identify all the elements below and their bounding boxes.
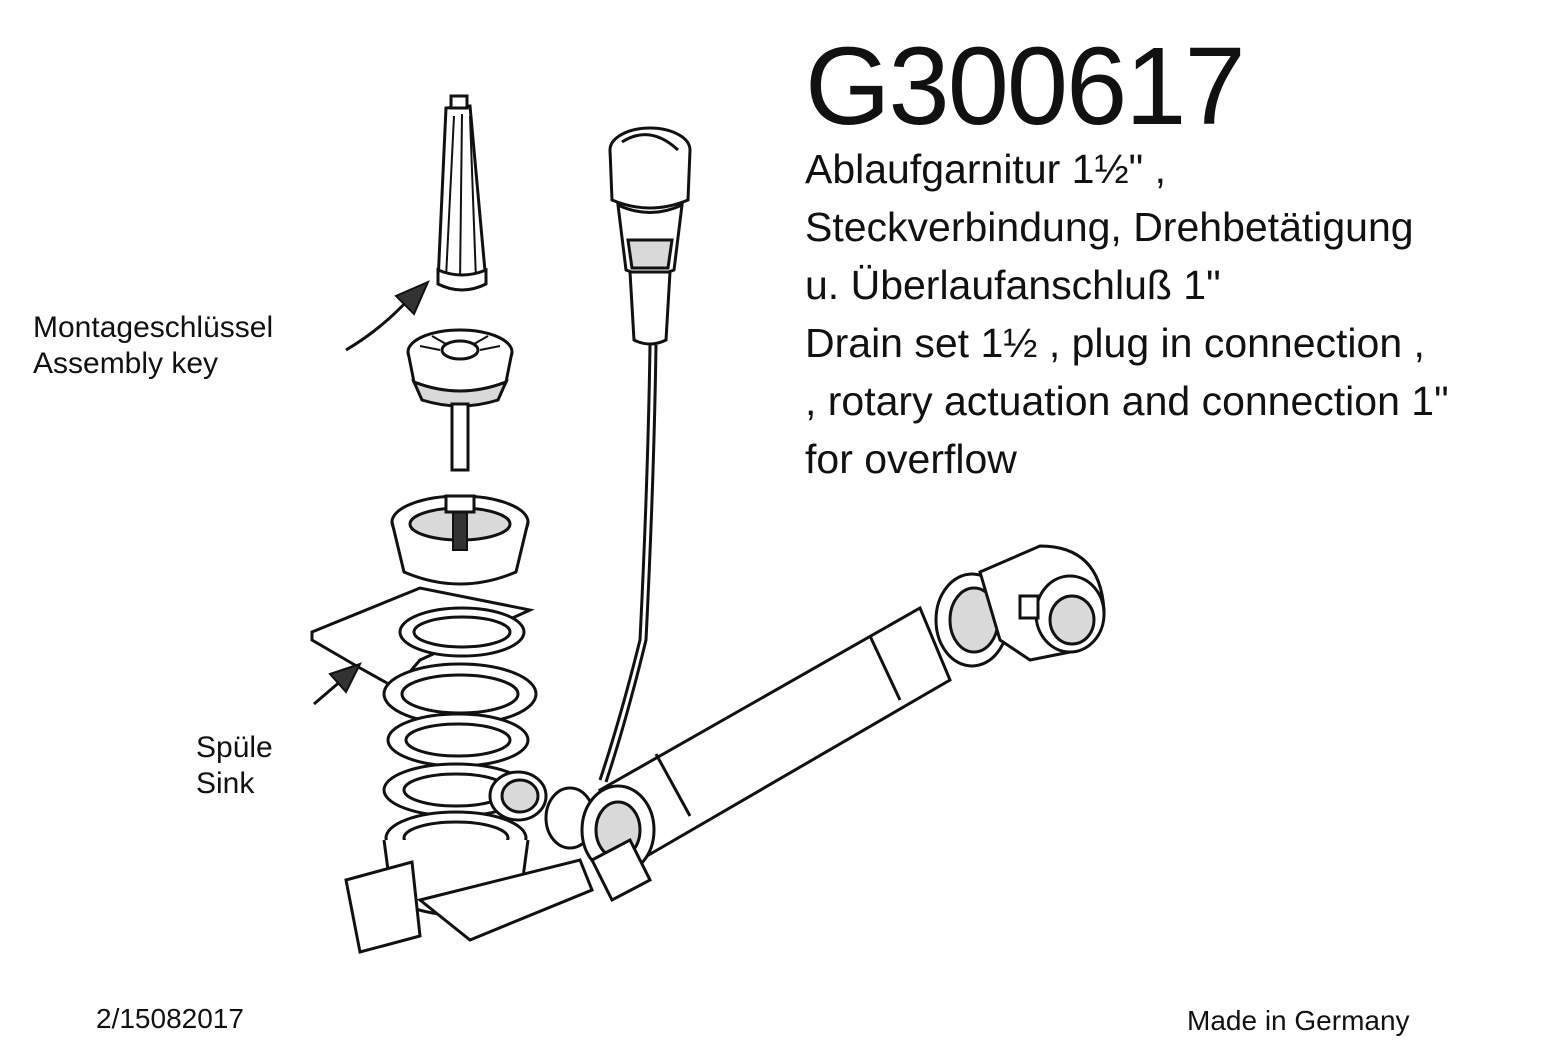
drain-body-part — [390, 494, 530, 586]
description-line: Ablaufgarnitur 1½" , — [805, 146, 1166, 192]
lower-housing-part — [344, 770, 596, 954]
elbow-connector-part — [978, 544, 1106, 662]
assembly-key-label-de: Montageschlüssel — [33, 311, 274, 344]
product-description: Ablaufgarnitur 1½" , Steckverbindung, Dr… — [805, 140, 1449, 488]
sink-arrowhead — [328, 662, 362, 694]
description-line: Drain set 1½ , plug in connection , — [805, 320, 1425, 366]
assembly-key-label-en: Assembly key — [33, 347, 219, 380]
assembly-key-label: Montageschlüssel Assembly key — [33, 310, 273, 382]
assembly-key-pointer — [345, 298, 410, 352]
sink-pointer — [313, 678, 343, 706]
description-line: u. Überlaufanschluß 1" — [805, 262, 1221, 308]
sink-label-de: Spüle — [196, 731, 273, 764]
rotary-actuator-part — [598, 126, 692, 783]
description-line: Steckverbindung, Drehbetätigung — [805, 204, 1414, 250]
sink-label: Spüle Sink — [196, 730, 273, 802]
origin-note: Made in Germany — [1187, 1005, 1410, 1036]
overflow-pipe-part — [580, 572, 1010, 903]
description-line: , rotary actuation and connection 1" — [805, 378, 1449, 424]
assembly-key-part — [436, 94, 488, 292]
document-code: 2/15082017 — [96, 1003, 244, 1034]
description-line: for overflow — [805, 436, 1017, 482]
product-code-title: G300617 — [805, 25, 1246, 148]
sink-label-en: Sink — [196, 767, 255, 800]
strainer-basket-part — [406, 328, 514, 472]
assembly-key-arrowhead — [394, 280, 430, 316]
